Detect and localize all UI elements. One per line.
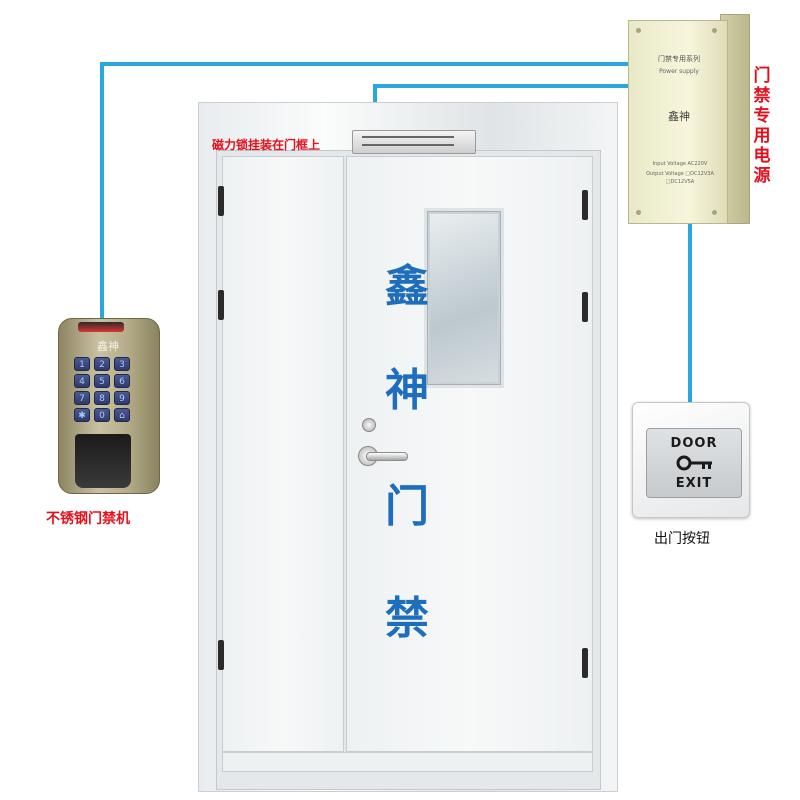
wire-keypad-horizontal: [100, 62, 630, 66]
hinge-icon: [218, 290, 224, 320]
magnetic-lock-detail: [362, 136, 454, 138]
keypad-key: ✱: [74, 408, 90, 422]
keypad-keys: 1 2 3 4 5 6 7 8 9 ✱ 0 ⌂: [74, 357, 132, 427]
door-window-glass: [430, 214, 498, 382]
screw-icon: [712, 210, 717, 215]
power-supply-spec-output: Output Voltage □DC12V3A □DC12V5A: [646, 171, 714, 185]
keypad-key: 0: [94, 408, 110, 422]
door-leaf-left: [222, 156, 344, 752]
power-supply-name: Power supply: [659, 68, 699, 75]
door-text-char-2: 神: [385, 365, 429, 416]
keypad-key: 4: [74, 374, 90, 388]
screw-icon: [636, 28, 641, 33]
magnetic-lock: [352, 130, 476, 154]
door-text-char-1: 鑫: [385, 261, 429, 312]
door-bottom-rail: [222, 752, 593, 772]
keypad-card-reader: [75, 434, 131, 488]
screw-icon: [712, 28, 717, 33]
door-text-char-4: 禁: [385, 593, 429, 644]
keypad-indicator: [78, 322, 124, 332]
keypad-key: ⌂: [114, 408, 130, 422]
keypad-key: 7: [74, 391, 90, 405]
keypad-key: 6: [114, 374, 130, 388]
exit-button-door-text: DOOR: [670, 436, 718, 451]
hinge-icon: [582, 190, 588, 220]
screw-icon: [636, 210, 641, 215]
keypad-brand: 鑫神: [97, 340, 119, 353]
exit-button-exit-text: EXIT: [675, 476, 713, 491]
wire-exit-vertical: [688, 222, 692, 404]
magnetic-lock-detail: [362, 144, 454, 146]
keypad-label: 不锈钢门禁机: [46, 511, 130, 527]
power-supply-device: [628, 20, 728, 224]
power-supply-series: 门禁专用系列: [658, 55, 700, 63]
keypad-key: 3: [114, 357, 130, 371]
power-supply-label: 门禁专用电源: [753, 66, 771, 186]
hinge-icon: [582, 648, 588, 678]
key-icon: [676, 455, 712, 471]
hinge-icon: [218, 640, 224, 670]
lock-cylinder-icon: [362, 418, 376, 432]
door-handle: [366, 452, 408, 461]
door-text-char-3: 门: [385, 481, 429, 532]
wire-lock-horizontal: [373, 84, 630, 88]
keypad-key: 5: [94, 374, 110, 388]
keypad-key: 9: [114, 391, 130, 405]
exit-button-label: 出门按钮: [654, 531, 710, 547]
keypad-key: 1: [74, 357, 90, 371]
power-supply-brand: 鑫神: [668, 110, 690, 123]
keypad-key: 8: [94, 391, 110, 405]
power-supply-spec-input: Input Voltage AC220V: [652, 161, 708, 167]
keypad-key: 2: [94, 357, 110, 371]
hinge-icon: [582, 292, 588, 322]
hinge-icon: [218, 186, 224, 216]
wire-keypad-vertical: [100, 62, 104, 320]
magnetic-lock-label: 磁力锁挂装在门框上: [212, 138, 321, 152]
